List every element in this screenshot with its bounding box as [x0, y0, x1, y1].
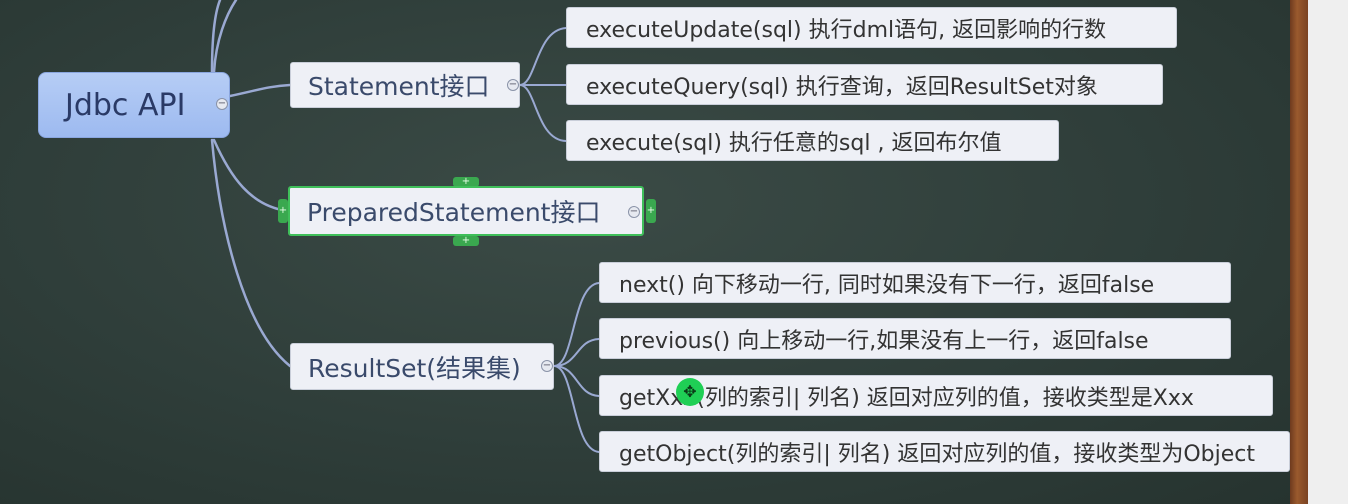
- board-frame: [1290, 0, 1308, 504]
- connector-statement-leaf-1: [519, 27, 567, 86]
- plus-handle-icon[interactable]: +: [278, 199, 288, 223]
- connector-resultset-leaf-4: [553, 365, 600, 453]
- connector-root-prepared: [212, 138, 290, 213]
- connector-resultset-leaf-3: [553, 365, 600, 397]
- leaf-statement-execute[interactable]: execute(sql) 执行任意的sql , 返回布尔值: [566, 120, 1059, 161]
- leaf-text: previous() 向上移动一行,如果没有上一行，返回false: [619, 328, 1149, 354]
- leaf-text: getObject(列的索引| 列名) 返回对应列的值，接收类型为Object: [619, 441, 1255, 467]
- connector-root-resultset: [210, 138, 292, 368]
- connector-statement-leaf-3: [519, 84, 567, 142]
- leaf-text: next() 向下移动一行, 同时如果没有下一行，返回false: [619, 272, 1155, 298]
- connector-resultset-leaf-1: [553, 282, 600, 367]
- leaf-statement-execute-update[interactable]: executeUpdate(sql) 执行dml语句, 返回影响的行数: [566, 7, 1177, 48]
- branch-resultset[interactable]: ResultSet(结果集): [290, 343, 554, 390]
- root-node-label: Jdbc API: [65, 87, 186, 123]
- minus-circle-icon[interactable]: −: [507, 79, 519, 91]
- minus-circle-icon[interactable]: −: [216, 98, 228, 110]
- leaf-text: execute(sql) 执行任意的sql , 返回布尔值: [586, 130, 1002, 156]
- leaf-resultset-next[interactable]: next() 向下移动一行, 同时如果没有下一行，返回false: [599, 262, 1231, 303]
- minus-circle-icon[interactable]: −: [628, 206, 640, 218]
- connector-root-upper-2: [212, 0, 238, 74]
- plus-handle-icon[interactable]: +: [453, 236, 479, 246]
- branch-resultset-label: ResultSet(结果集): [308, 353, 521, 383]
- connector-root-upper: [210, 0, 222, 74]
- connector-root-statement: [228, 83, 292, 98]
- leaf-text: executeUpdate(sql) 执行dml语句, 返回影响的行数: [586, 17, 1107, 43]
- move-cursor-icon: ✥: [676, 378, 704, 406]
- leaf-text: getXxx(列的索引| 列名) 返回对应列的值，接收类型是Xxx: [619, 385, 1194, 411]
- leaf-resultset-previous[interactable]: previous() 向上移动一行,如果没有上一行，返回false: [599, 318, 1231, 359]
- connector-resultset-leaf-2: [553, 338, 600, 367]
- leaf-resultset-get-xxx[interactable]: getXxx(列的索引| 列名) 返回对应列的值，接收类型是Xxx: [599, 375, 1273, 416]
- leaf-resultset-get-object[interactable]: getObject(列的索引| 列名) 返回对应列的值，接收类型为Object: [599, 431, 1290, 472]
- leaf-statement-execute-query[interactable]: executeQuery(sql) 执行查询，返回ResultSet对象: [566, 64, 1163, 105]
- branch-prepared-statement-label: PreparedStatement接口: [307, 198, 601, 227]
- branch-statement-label: Statement接口: [308, 72, 490, 101]
- root-node[interactable]: Jdbc API: [38, 72, 230, 138]
- minus-circle-icon[interactable]: −: [541, 360, 553, 372]
- branch-prepared-statement[interactable]: PreparedStatement接口: [288, 186, 644, 236]
- leaf-text: executeQuery(sql) 执行查询，返回ResultSet对象: [586, 74, 1098, 100]
- branch-statement[interactable]: Statement接口: [290, 62, 520, 108]
- window-margin: [1308, 0, 1348, 504]
- plus-handle-icon[interactable]: +: [646, 199, 656, 223]
- plus-handle-icon[interactable]: +: [453, 177, 479, 187]
- connector-lines: [210, 0, 600, 453]
